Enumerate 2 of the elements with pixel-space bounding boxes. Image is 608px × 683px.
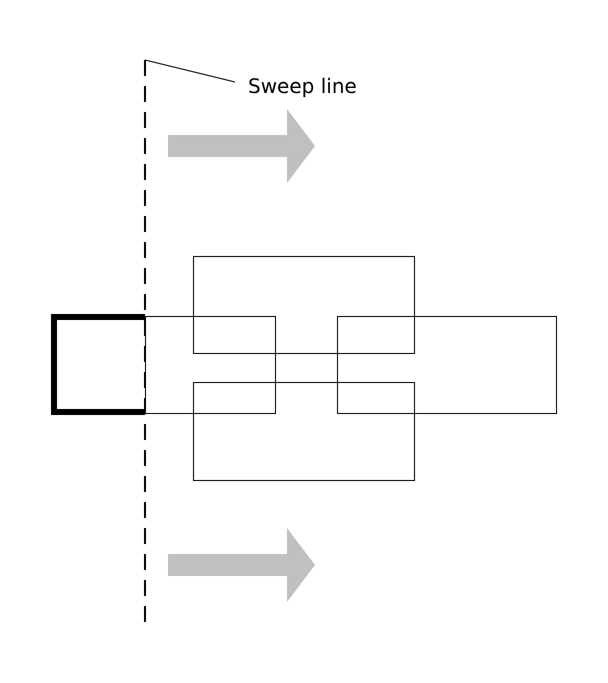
leader-line xyxy=(144,60,236,82)
line-label: Sweep line xyxy=(248,74,357,98)
